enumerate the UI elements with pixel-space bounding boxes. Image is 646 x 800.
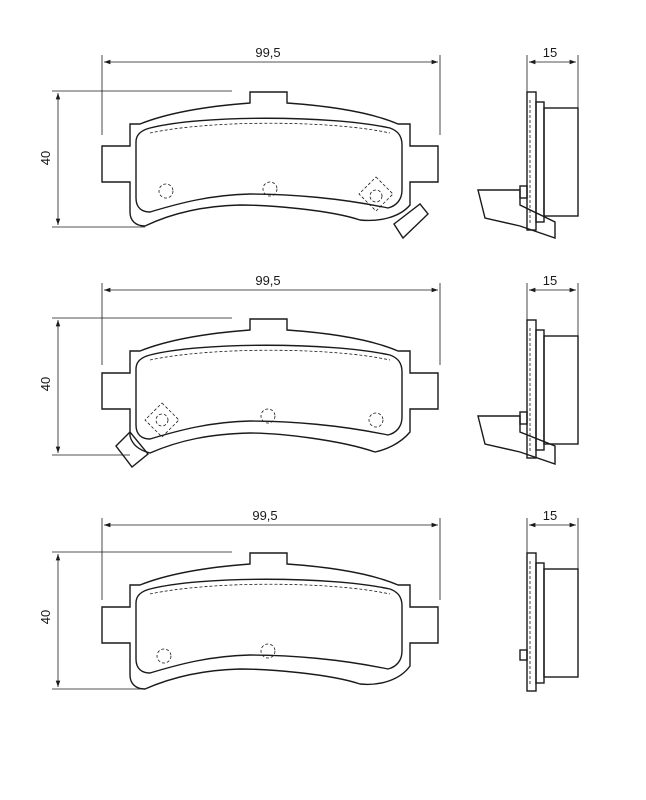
rivet-hole <box>260 643 276 659</box>
width-label: 99,5 <box>255 273 280 288</box>
thickness-label: 15 <box>543 273 557 288</box>
pad-view-3: 99,5 40 15 <box>38 508 579 692</box>
height-dimension: 40 <box>38 90 232 228</box>
side-sensor-clip <box>477 415 556 465</box>
chamfer-line <box>149 122 391 134</box>
side-view: 15 <box>519 508 579 692</box>
backing-plate <box>101 318 439 454</box>
width-dimension: 99,5 <box>101 508 441 600</box>
width-dimension: 99,5 <box>101 273 441 365</box>
height-dimension: 40 <box>38 317 232 456</box>
friction-material <box>135 117 403 213</box>
height-label: 40 <box>38 610 53 624</box>
pad-view-2: 99,5 40 15 <box>38 273 579 468</box>
side-backing-plate <box>526 552 537 692</box>
rivet-hole <box>260 408 276 424</box>
side-underlayer <box>535 329 545 451</box>
side-underlayer <box>535 101 545 223</box>
chamfer-line <box>149 583 391 595</box>
sensor-mount <box>358 176 394 212</box>
width-label: 99,5 <box>252 508 277 523</box>
height-label: 40 <box>38 377 53 391</box>
rivet-hole <box>368 412 384 428</box>
rivet-hole <box>158 183 174 199</box>
width-dimension: 99,5 <box>101 45 441 135</box>
side-view: 15 <box>477 273 579 465</box>
backing-plate <box>101 552 439 690</box>
friction-material <box>135 578 403 674</box>
friction-material <box>135 344 403 440</box>
backing-plate <box>101 91 439 227</box>
rivet-hole <box>155 413 169 427</box>
pad-view-1: 99,5 40 15 <box>38 45 579 240</box>
rivet-hole <box>156 648 172 664</box>
side-view: 15 <box>477 45 579 239</box>
thickness-label: 15 <box>543 45 557 60</box>
width-label: 99,5 <box>255 45 280 60</box>
side-sensor-clip <box>477 189 556 239</box>
height-label: 40 <box>38 151 53 165</box>
rivet-hole <box>262 181 278 197</box>
height-dimension: 40 <box>38 551 232 690</box>
wear-sensor-clip <box>393 203 429 240</box>
rivet-hole <box>369 189 383 203</box>
wear-sensor-clip <box>115 430 149 468</box>
thickness-label: 15 <box>543 508 557 523</box>
chamfer-line <box>149 349 391 361</box>
side-underlayer <box>535 562 545 684</box>
